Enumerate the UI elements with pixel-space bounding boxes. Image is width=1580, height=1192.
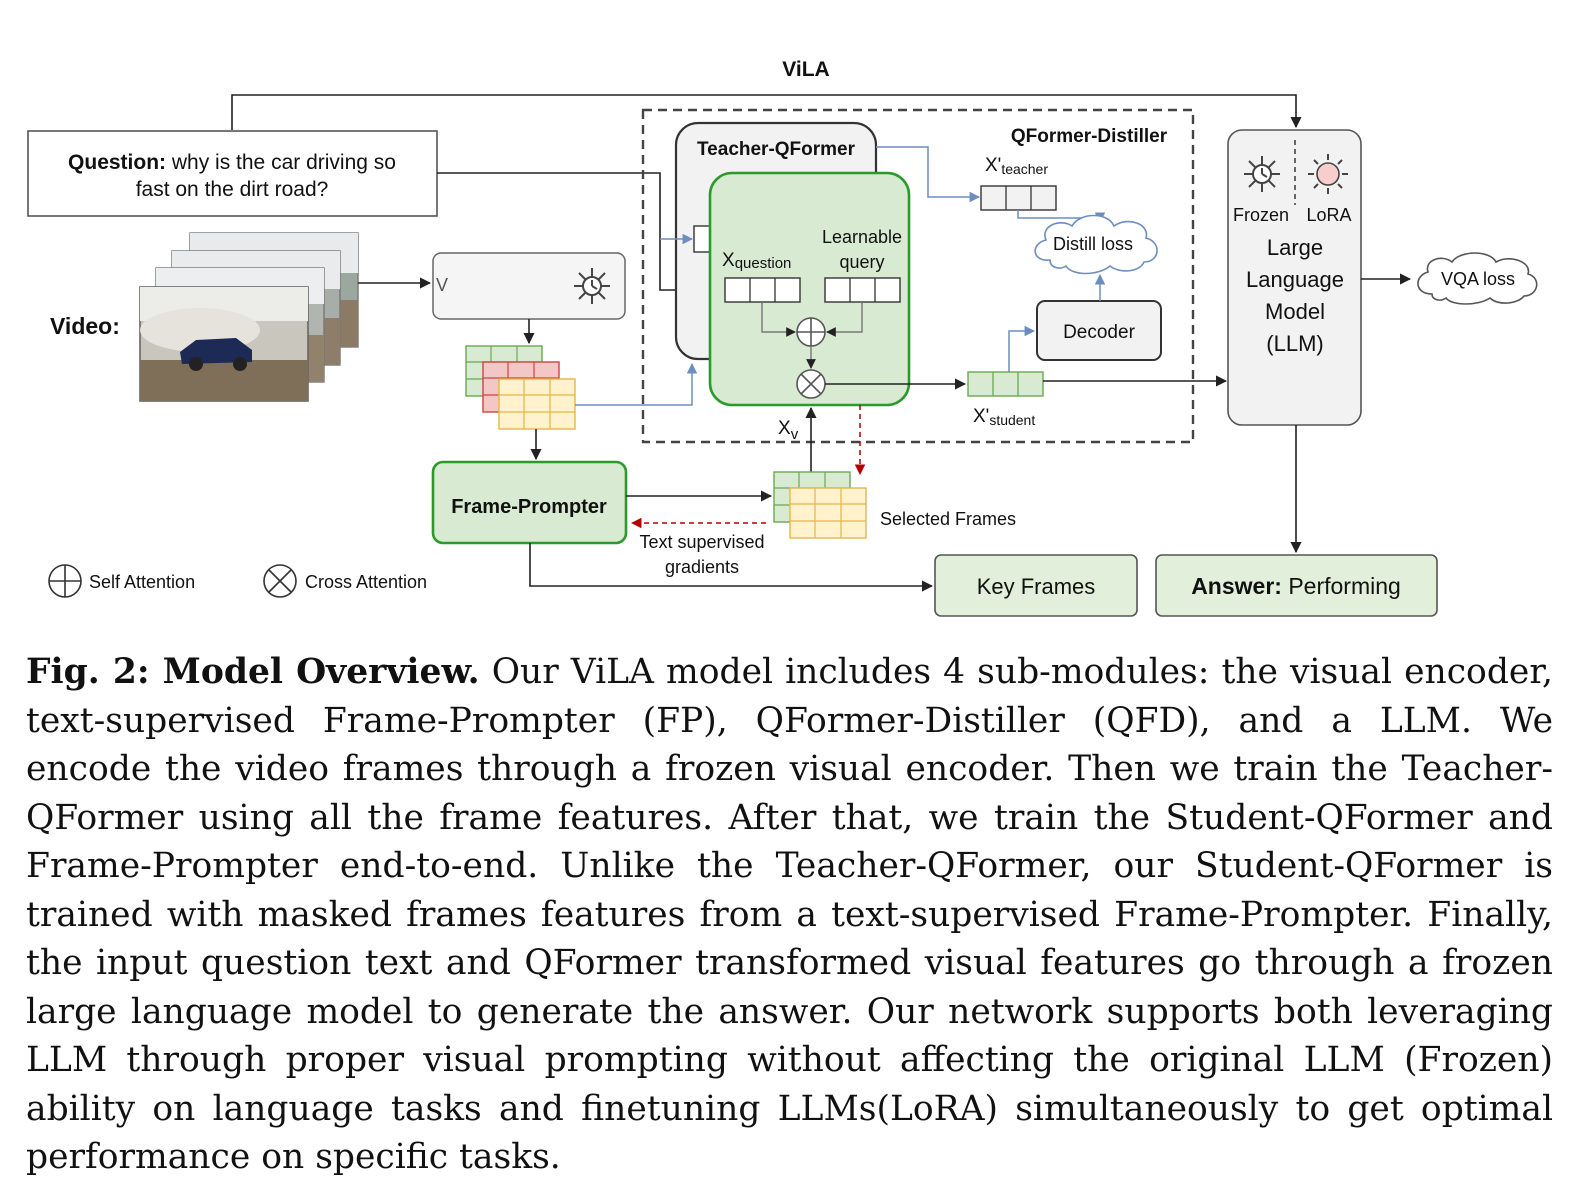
decoder-box: [1036, 300, 1162, 361]
prompter-to-keyframes-arrow: [529, 543, 934, 592]
teacher-qformer-label: Teacher-QFormer: [697, 139, 856, 160]
vqa-loss-label: VQA loss: [1441, 269, 1515, 289]
key-frames-box: [934, 554, 1138, 617]
vqa-loss-cloud: [1417, 252, 1538, 305]
llm-label-line1: Large: [1267, 235, 1323, 260]
xquestion-to-self-attention: [761, 302, 796, 337]
figure-caption: Fig. 2: Model Overview. Our ViLA model i…: [26, 648, 1553, 1182]
distill-loss-cloud: [1034, 214, 1158, 275]
video-frames-stack: [139, 232, 359, 402]
vila-top-arrow: [231, 94, 1302, 130]
text-supervised-gradients-line1: Text supervised: [639, 532, 764, 552]
answer-label: Answer: Performing: [1191, 573, 1401, 599]
learnable-query-label-line2: query: [839, 252, 884, 272]
answer-box: [1155, 554, 1438, 617]
llm-label-line2: Language: [1246, 267, 1344, 292]
xstudent-to-decoder-arrow: [1008, 325, 1036, 372]
lora-label: LoRA: [1306, 205, 1351, 225]
self-attention-legend-label: Self Attention: [89, 572, 195, 592]
query-to-self-attention: [826, 302, 863, 337]
student-qformer-box: [708, 171, 911, 407]
video-label: Video:: [50, 313, 120, 339]
question-box: [27, 130, 438, 217]
xv-label: Xv: [778, 418, 799, 443]
distill-loss-label: Distill loss: [1053, 234, 1133, 254]
feature-grid-yellow: [498, 378, 576, 430]
qformer-distiller-label: QFormer-Distiller: [1011, 126, 1168, 147]
decoder-label: Decoder: [1063, 322, 1135, 343]
text-supervised-gradients-line2: gradients: [665, 557, 739, 577]
x-student-label: X'student: [973, 406, 1035, 428]
frame-prompter-label: Frame-Prompter: [451, 496, 607, 518]
snowflake-icon: [574, 268, 610, 304]
llm-label-line3: Model: [1265, 299, 1325, 324]
x-teacher-tokens: [980, 185, 1057, 211]
question-text-line2: fast on the dirt road?: [136, 178, 329, 201]
frozen-snowflake-icon: [1244, 156, 1280, 192]
teacher-to-xteacher-arrow: [876, 146, 981, 203]
x-student-tokens: [967, 371, 1044, 397]
learnable-query-tokens: [824, 277, 901, 303]
x-question-tokens: [724, 277, 801, 303]
features-to-student-arrow: [575, 362, 698, 406]
lora-sun-icon: [1308, 154, 1348, 194]
self-attention-legend-icon: [48, 564, 82, 598]
encoder-v-label: V: [436, 275, 448, 295]
selected-grid-yellow: [789, 487, 867, 539]
cross-attention-legend-label: Cross Attention: [305, 572, 427, 592]
self-attention-icon: [796, 317, 826, 347]
x-question-label: Xquestion: [722, 250, 791, 272]
caption-lead: Fig. 2: Model Overview.: [26, 652, 480, 692]
llm-box: [1227, 129, 1362, 426]
question-text-line1: Question: why is the car driving so: [68, 151, 396, 174]
frozen-label: Frozen: [1233, 205, 1289, 225]
key-frames-label: Key Frames: [977, 574, 1096, 599]
llm-label-line4: (LLM): [1266, 331, 1323, 356]
selected-frames-label: Selected Frames: [880, 509, 1016, 529]
x-teacher-label: X'teacher: [985, 155, 1048, 177]
video-frame-1: [139, 286, 309, 402]
caption-body: Our ViLA model includes 4 sub-modules: t…: [26, 652, 1553, 1177]
qformer-distiller-region: [641, 108, 1195, 444]
model-overview-diagram: ViLA Question: why is the car driving so…: [27, 58, 1538, 617]
vila-label: ViLA: [782, 58, 829, 81]
learnable-query-label-line1: Learnable: [822, 227, 902, 247]
cross-attention-icon: [796, 369, 826, 399]
selected-frames-grids: [773, 471, 867, 539]
cross-attention-legend-icon: [263, 564, 297, 598]
frame-feature-grids: [465, 345, 576, 430]
